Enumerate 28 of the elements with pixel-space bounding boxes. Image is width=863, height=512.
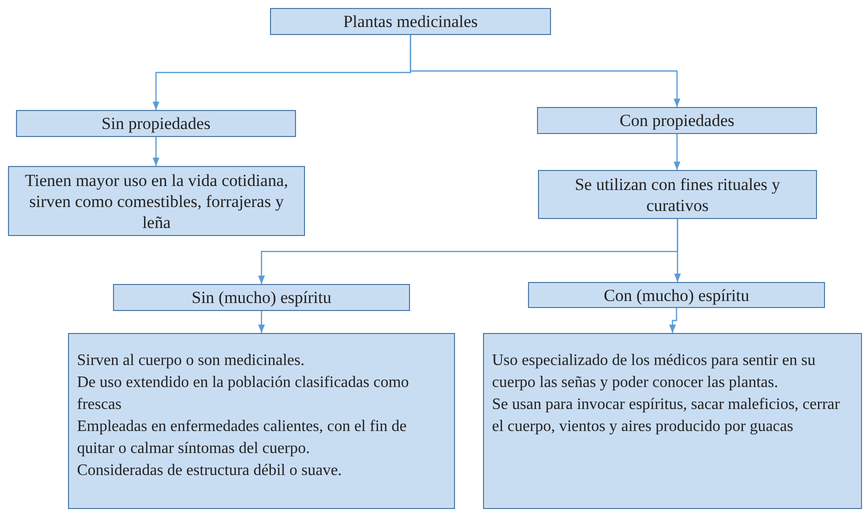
box-text: Sirven al cuerpo o son medicinales. xyxy=(77,351,306,371)
box-text: Plantas medicinales xyxy=(343,11,478,32)
box-text: Se usan para invocar espíritus, sacar maleficios, cerrar el cuerpo, vientos y aires producido por guacas xyxy=(492,395,841,437)
box-text: Empleadas en enfermedades calientes, con el fin de quitar o calmar síntomas del cuerpo. xyxy=(77,417,408,459)
box-text: Uso especializado de los médicos para sentir en su cuerpo las señas y poder conocer las plantas. xyxy=(492,351,816,393)
concept-box xyxy=(68,333,455,509)
box-text: Con (mucho) espíritu xyxy=(604,284,750,306)
connector-arrow xyxy=(258,311,265,333)
connector-arrow xyxy=(410,35,680,107)
concept-box xyxy=(528,282,825,308)
concept-box xyxy=(8,166,305,236)
connector-arrow xyxy=(669,308,678,333)
concept-box xyxy=(113,284,410,311)
box-text: Sin propiedades xyxy=(101,113,211,134)
box-text: Con propiedades xyxy=(620,110,734,131)
box-text: De uso extendido en la población clasificadas como frescas xyxy=(77,373,410,415)
concept-box xyxy=(16,110,296,137)
box-text: Consideradas de estructura débil o suave. xyxy=(77,461,343,481)
connector-arrow xyxy=(152,137,160,166)
concept-box xyxy=(537,107,817,134)
concept-box xyxy=(538,170,817,219)
concept-box xyxy=(483,333,862,509)
concept-box xyxy=(270,8,551,35)
box-text: Se utilizan con fines rituales y curativos xyxy=(574,174,782,216)
box-text: Tienen mayor uso en la vida cotidiana, sirven como comestibles, forrajeras y leña xyxy=(24,170,290,232)
connector-arrow xyxy=(674,134,680,170)
box-text: Sin (mucho) espíritu xyxy=(192,287,332,308)
connector-arrow xyxy=(674,219,681,282)
